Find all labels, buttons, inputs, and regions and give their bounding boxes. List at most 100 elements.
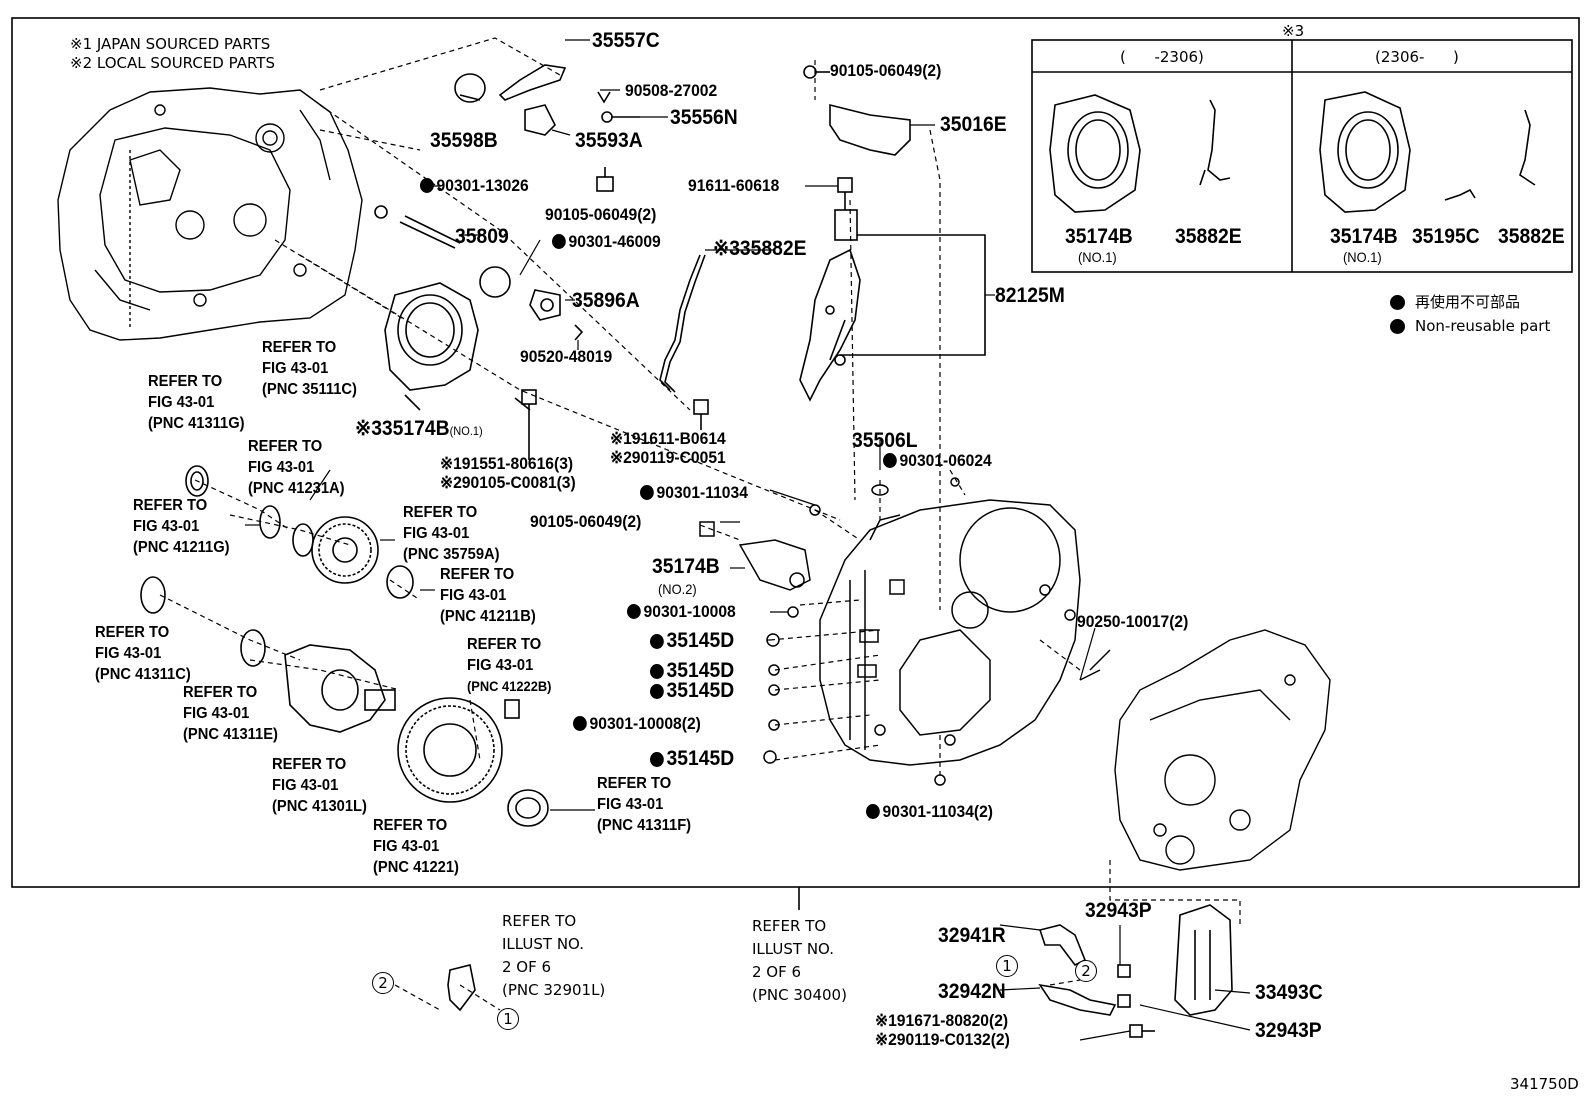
note-local-sourced: ※2 LOCAL SOURCED PARTS [70, 54, 275, 72]
part-label[interactable]: 32942N [938, 980, 1006, 1003]
part-label[interactable]: 35145D [650, 680, 734, 702]
non-reusable-dot-icon [1390, 294, 1405, 310]
non-reusable-dot-icon [883, 453, 897, 468]
part-label[interactable]: 35809 [455, 225, 509, 248]
part-label[interactable]: 35882E [1498, 225, 1565, 248]
non-reusable-dot-icon [650, 664, 664, 679]
part-label[interactable]: 35557C [592, 29, 660, 52]
callout-1: 1 [497, 1008, 519, 1030]
top-bracket-parts [374, 64, 640, 460]
bottom-hoses [447, 904, 1233, 1038]
part-label[interactable]: 32943P [1085, 899, 1152, 922]
legend-en: Non-reusable part [1415, 317, 1551, 335]
part-label[interactable]: 90301-06024 [883, 452, 992, 470]
part-label[interactable]: ※191611-B0614 [610, 429, 726, 448]
bracket-35016E [803, 65, 911, 156]
callout-2: 2 [1075, 960, 1097, 982]
part-label[interactable]: 90508-27002 [625, 81, 718, 100]
part-label[interactable]: 90301-46009 [552, 233, 661, 251]
part-label[interactable]: 35145D [650, 630, 734, 652]
oil-pipe-35882E [659, 254, 709, 430]
part-label[interactable]: 35506L [852, 429, 918, 452]
part-label[interactable]: 82125M [995, 284, 1065, 307]
transaxle-case-left [57, 87, 363, 341]
part-label[interactable]: 90105-06049(2) [830, 61, 942, 80]
part-label[interactable]: 35145D [650, 660, 734, 682]
part-label[interactable]: 35174B [652, 555, 720, 578]
callout-2: 2 [372, 972, 394, 994]
non-reusable-dot-icon [650, 634, 664, 649]
non-reusable-dot-icon [640, 485, 654, 500]
part-label[interactable]: 32943P [1255, 1019, 1322, 1042]
part-label[interactable]: 90301-10008 [627, 603, 736, 621]
part-label[interactable]: 35174B [1065, 225, 1133, 248]
transaxle-cover-right [1114, 629, 1331, 871]
part-label[interactable]: ※335882E [713, 237, 807, 260]
part-label[interactable]: 90250-10017(2) [1077, 612, 1189, 631]
note-japan-sourced: ※1 JAPAN SOURCED PARTS [70, 35, 271, 53]
part-label[interactable]: 35598B [430, 129, 498, 152]
part-label[interactable]: 90520-48019 [520, 347, 613, 366]
part-label[interactable]: 90105-06049(2) [530, 512, 642, 531]
part-label[interactable]: ※290119-C0132(2) [875, 1030, 1010, 1049]
part-label[interactable]: ※191551-80616(3) [440, 454, 574, 473]
part-label[interactable]: 35174B [1330, 225, 1398, 248]
variant-box [1031, 39, 1573, 273]
part-label[interactable]: 90105-06049(2) [545, 205, 657, 224]
part-label[interactable]: 35145D [650, 748, 734, 770]
part-label[interactable]: 35016E [940, 113, 1007, 136]
part-label[interactable]: 90301-11034 [640, 484, 748, 502]
part-label[interactable]: (NO.1) [1343, 249, 1382, 265]
non-reusable-dot-icon [866, 804, 880, 819]
variant-col1-header: ( -2306) [1120, 48, 1204, 66]
part-label[interactable]: ※335174B(NO.1) [355, 417, 483, 440]
part-label[interactable]: 33493C [1255, 981, 1323, 1004]
part-label[interactable]: 35195C [1412, 225, 1480, 248]
part-label[interactable]: 91611-60618 [688, 176, 780, 195]
illustration-code: 341750D [1510, 1075, 1579, 1093]
part-label[interactable]: 35896A [572, 289, 640, 312]
non-reusable-dot-icon [627, 604, 641, 619]
non-reusable-dot-icon [573, 716, 587, 731]
part-label[interactable]: 32941R [938, 924, 1006, 947]
non-reusable-dot-icon [552, 234, 566, 249]
part-label[interactable]: 90301-13026 [420, 177, 529, 195]
bearings-gears [140, 465, 549, 827]
wire-harness-82125M [799, 177, 986, 402]
part-label[interactable]: (NO.1) [1078, 249, 1117, 265]
non-reusable-dot-icon [420, 178, 434, 193]
part-label[interactable]: ※290119-C0051 [610, 448, 726, 467]
transaxle-main [699, 477, 1111, 786]
part-label[interactable]: (NO.2) [658, 581, 697, 597]
legend: 再使用不可部品 Non-reusable part [1390, 290, 1550, 338]
main-frame [11, 17, 1580, 888]
housing-35174B [384, 282, 479, 411]
part-label[interactable]: ※191671-80820(2) [875, 1011, 1009, 1030]
part-label[interactable]: 35593A [575, 129, 643, 152]
part-label[interactable]: ※290105-C0081(3) [440, 473, 576, 492]
variant-box-parts [1049, 91, 1536, 213]
part-label[interactable]: 90301-11034(2) [866, 803, 993, 821]
part-label[interactable]: 90301-10008(2) [573, 715, 701, 733]
non-reusable-dot-icon [650, 752, 664, 767]
part-label[interactable]: 35556N [670, 106, 738, 129]
callout-1: 1 [996, 955, 1018, 977]
variant-box-title: ※3 [1282, 22, 1305, 40]
non-reusable-dot-icon [1390, 318, 1405, 334]
part-label[interactable]: 35882E [1175, 225, 1242, 248]
